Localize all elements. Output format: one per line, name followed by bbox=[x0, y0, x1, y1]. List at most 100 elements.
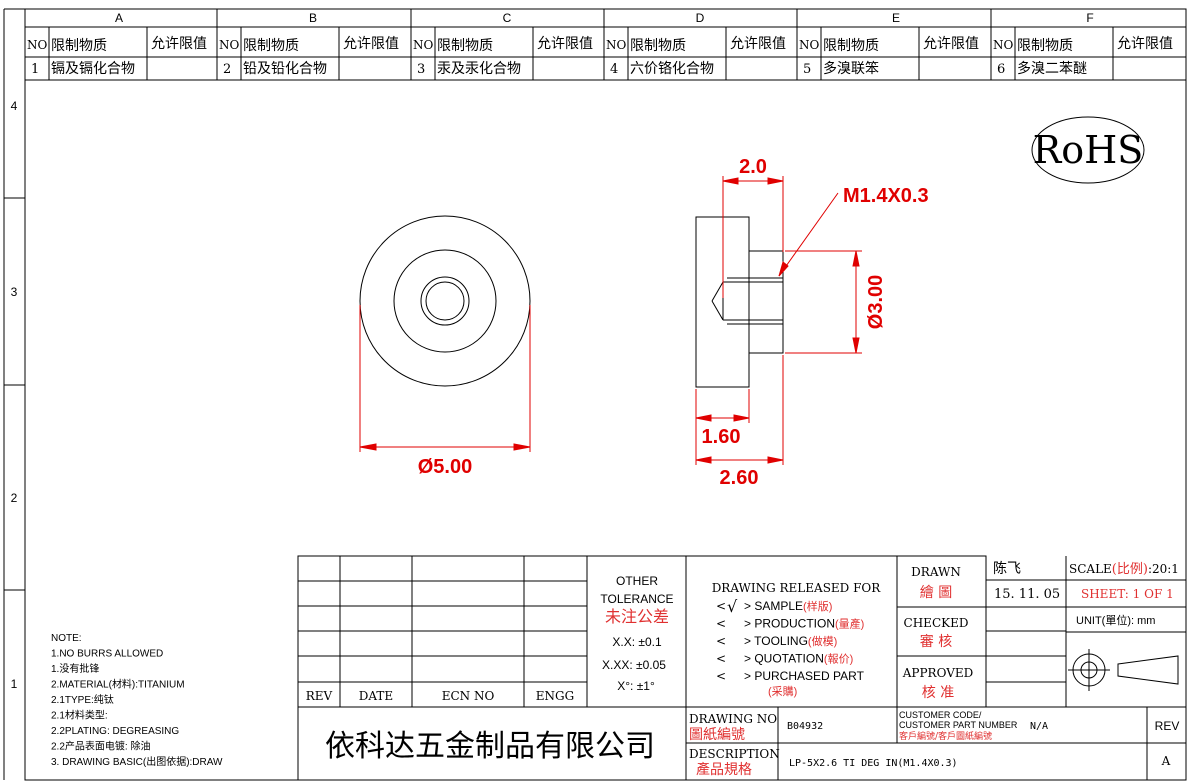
boss-diameter-dimension bbox=[785, 250, 862, 354]
item-substance: 铅及铅化合物 bbox=[243, 61, 327, 77]
head-width-dimension bbox=[722, 176, 784, 298]
title-block bbox=[297, 555, 1187, 781]
release-bracket: < bbox=[716, 599, 726, 613]
overall-length-label: 2.60 bbox=[720, 467, 759, 489]
sheet-field: SHEET: 1 OF 1 bbox=[1081, 587, 1174, 601]
note-line: 3. DRAWING BASIC(出图依据):DRAW bbox=[51, 755, 223, 768]
header-no: NO bbox=[799, 38, 820, 52]
item-no: 3 bbox=[417, 62, 425, 77]
note-line: 2.2PLATING: DEGREASING bbox=[51, 726, 179, 737]
release-option: > QUOTATION(報价) bbox=[744, 652, 853, 666]
approved-label-cn: 核 准 bbox=[922, 685, 954, 701]
note-line: 1.没有批锋 bbox=[51, 662, 99, 675]
header-no: NO bbox=[993, 38, 1014, 52]
drawn-date: 15. 11. 05 bbox=[994, 587, 1060, 602]
item-no: 1 bbox=[31, 62, 39, 77]
zone-col-b: B bbox=[309, 11, 317, 25]
release-option: > PRODUCTION(量產) bbox=[744, 617, 864, 631]
overall-length-dimension bbox=[695, 355, 784, 465]
checked-label-cn: 審 核 bbox=[920, 634, 952, 650]
customer-value: N/A bbox=[1030, 721, 1048, 732]
header-limit: 允许限值 bbox=[151, 36, 207, 52]
outer-diameter-dimension bbox=[359, 305, 531, 452]
drawing-no-value: B04932 bbox=[787, 721, 823, 732]
item-substance: 汞及汞化合物 bbox=[437, 61, 521, 77]
tolerance-line-2: X.XX: ±0.05 bbox=[602, 658, 666, 672]
description-label: DESCRIPTION bbox=[689, 747, 780, 761]
release-bracket: < bbox=[716, 652, 726, 666]
drawn-label: DRAWN bbox=[911, 565, 961, 579]
tolerance-title-1: OTHER bbox=[616, 574, 658, 588]
approved-label: APPROVED bbox=[902, 666, 974, 680]
release-bracket: < bbox=[716, 669, 726, 683]
notes-block: NOTE:1.NO BURRS ALLOWED1.没有批锋2.MATERIAL(… bbox=[51, 633, 223, 768]
header-no: NO bbox=[219, 38, 240, 52]
rev-header: REV bbox=[306, 689, 333, 703]
zone-row-1: 1 bbox=[11, 677, 18, 691]
header-substance: 限制物质 bbox=[437, 38, 493, 54]
header-no: NO bbox=[27, 38, 48, 52]
item-no: 4 bbox=[610, 62, 618, 77]
item-no: 5 bbox=[803, 62, 811, 77]
tolerance-line-1: X.X: ±0.1 bbox=[612, 635, 662, 649]
zone-col-a: A bbox=[115, 11, 123, 25]
flange-thickness-label: 1.60 bbox=[702, 426, 741, 448]
note-line: 2.2产品表面电镀: 除油 bbox=[51, 740, 150, 753]
date-header: DATE bbox=[359, 689, 393, 703]
boss-diameter-label: Ø3.00 bbox=[865, 275, 887, 329]
drawn-name: 陈飞 bbox=[993, 560, 1021, 577]
zone-col-c: C bbox=[503, 11, 512, 25]
tolerance-title-cn: 未注公差 bbox=[605, 607, 669, 626]
zone-col-d: D bbox=[696, 11, 705, 25]
description-label-cn: 產品規格 bbox=[696, 761, 752, 778]
zone-row-4: 4 bbox=[11, 99, 18, 113]
drawing-no-label: DRAWING NO bbox=[689, 712, 777, 726]
item-no: 6 bbox=[997, 62, 1005, 77]
zone-row-3: 3 bbox=[11, 285, 18, 299]
release-bracket: < bbox=[716, 617, 726, 631]
item-substance: 多溴二苯醚 bbox=[1017, 60, 1087, 77]
checked-label: CHECKED bbox=[904, 616, 969, 630]
note-line: NOTE: bbox=[51, 633, 82, 644]
item-substance: 六价铬化合物 bbox=[630, 61, 714, 77]
release-option: > SAMPLE(样版) bbox=[744, 599, 832, 613]
header-substance: 限制物质 bbox=[1017, 38, 1073, 54]
release-title: DRAWING RELEASED FOR bbox=[712, 581, 882, 595]
note-line: 2.MATERIAL(材料):TITANIUM bbox=[51, 678, 185, 691]
release-bracket: < bbox=[716, 634, 726, 648]
header-substance: 限制物质 bbox=[243, 38, 299, 54]
header-limit: 允许限值 bbox=[923, 36, 979, 52]
header-no: NO bbox=[606, 38, 627, 52]
customer-label-2: CUSTOMER PART NUMBER bbox=[899, 720, 1018, 730]
checkmark-icon: √ bbox=[727, 597, 738, 616]
tolerance-title-2: TOLERANCE bbox=[600, 592, 673, 606]
header-limit: 允许限值 bbox=[730, 36, 786, 52]
note-line: 2.1材料类型: bbox=[51, 709, 108, 722]
header-substance: 限制物质 bbox=[51, 38, 107, 54]
item-no: 2 bbox=[223, 62, 231, 77]
header-limit: 允许限值 bbox=[343, 36, 399, 52]
customer-label-1: CUSTOMER CODE/ bbox=[899, 710, 982, 720]
header-no: NO bbox=[413, 38, 434, 52]
ecn-header: ECN NO bbox=[442, 689, 495, 703]
release-option: > TOOLING(做模) bbox=[744, 634, 837, 648]
drawing-no-label-cn: 圖紙編號 bbox=[689, 727, 745, 743]
header-limit: 允许限值 bbox=[1117, 36, 1173, 52]
company-name: 依科达五金制品有限公司 bbox=[325, 729, 655, 764]
rev-box-label: REV bbox=[1155, 719, 1180, 733]
header-limit: 允许限值 bbox=[537, 36, 593, 52]
scale-field: SCALE(比例):20:1 bbox=[1069, 562, 1179, 577]
side-view bbox=[695, 216, 784, 388]
header-substance: 限制物质 bbox=[823, 38, 879, 54]
engg-header: ENGG bbox=[536, 689, 574, 703]
release-option: > PURCHASED PART(采購) bbox=[744, 669, 865, 698]
rohs-label: RoHS bbox=[1033, 128, 1144, 172]
thread-callout-label: M1.4X0.3 bbox=[843, 185, 929, 207]
zone-col-e: E bbox=[892, 11, 900, 25]
note-line: 2.1TYPE:纯钛 bbox=[51, 693, 114, 706]
front-view bbox=[359, 215, 531, 387]
thread-leader bbox=[778, 192, 839, 277]
description-value: LP-5X2.6 TI DEG IN(M1.4X0.3) bbox=[789, 758, 958, 769]
